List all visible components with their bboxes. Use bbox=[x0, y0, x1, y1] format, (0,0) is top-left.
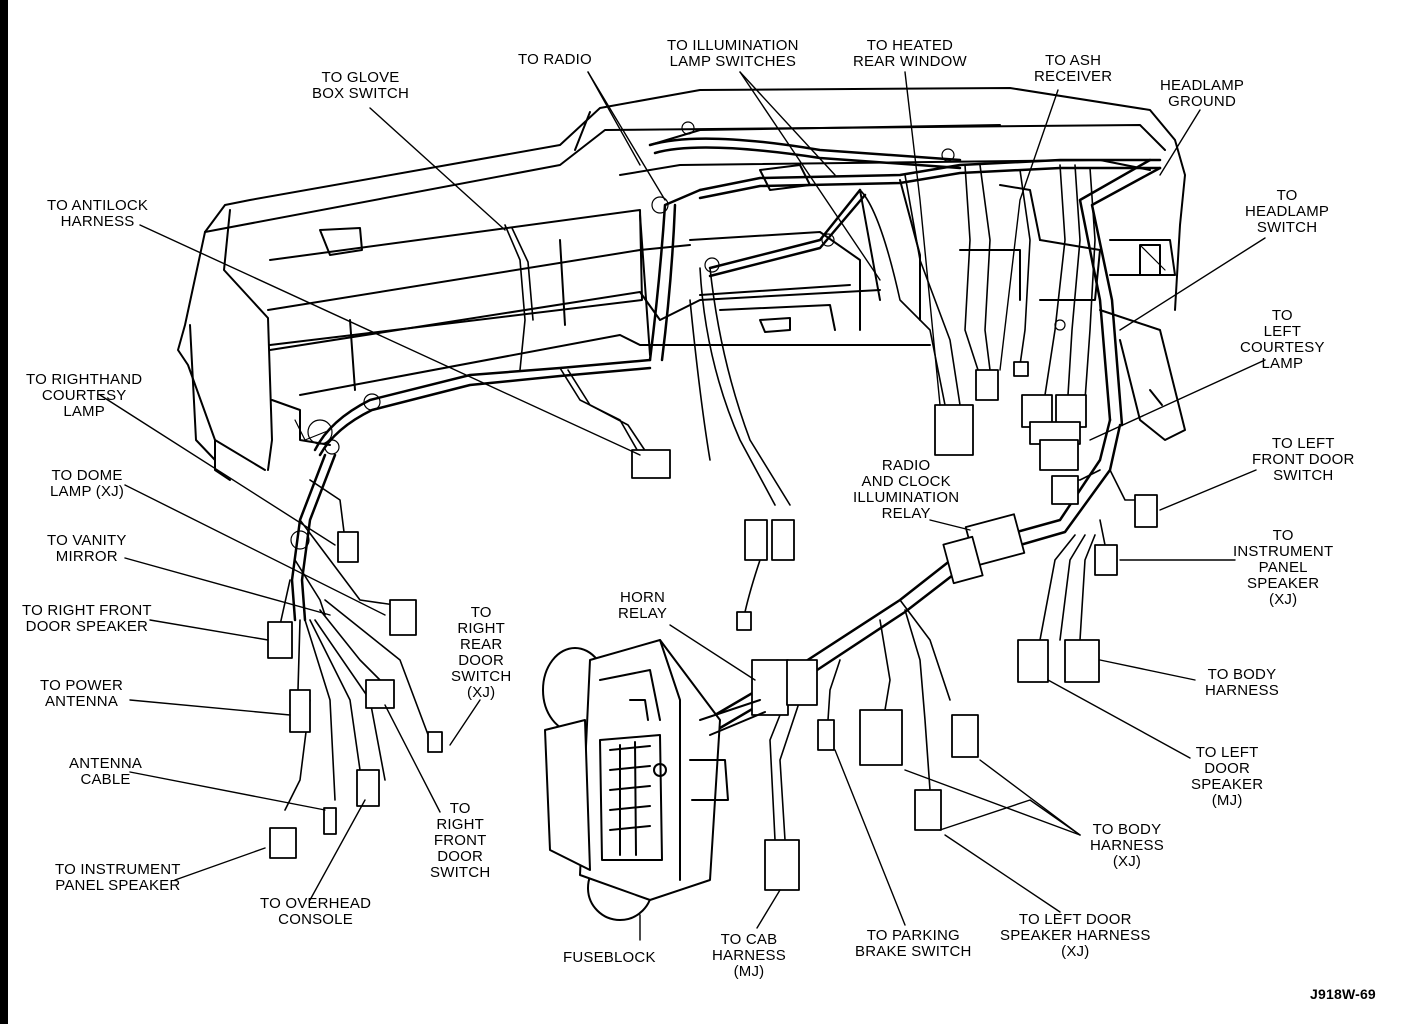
label-horn-relay: HORN RELAY bbox=[618, 589, 668, 622]
label-to-dome-lamp: TO DOME LAMP (XJ) bbox=[50, 467, 125, 500]
label-to-illumination-lamp-switches: TO ILLUMINATION LAMP SWITCHES bbox=[667, 37, 799, 70]
label-radio-clock-illumination-relay: RADIO AND CLOCK ILLUMINATION RELAY bbox=[853, 457, 960, 522]
label-to-instrument-panel-speaker-xj: TO INSTRUMENT PANEL SPEAKER (XJ) bbox=[1233, 527, 1334, 608]
left-edge-bar bbox=[0, 0, 8, 1024]
label-to-antilock-harness: TO ANTILOCK HARNESS bbox=[47, 197, 149, 230]
label-to-righthand-courtesy-lamp: TO RIGHTHAND COURTESY LAMP bbox=[26, 371, 143, 420]
fuseblock-body bbox=[542, 639, 766, 921]
label-to-left-door-speaker-harness: TO LEFT DOOR SPEAKER HARNESS (XJ) bbox=[1000, 911, 1151, 960]
label-to-left-door-speaker-mj: TO LEFT DOOR SPEAKER (MJ) bbox=[1191, 744, 1264, 809]
figure-id: J918W-69 bbox=[1310, 986, 1376, 1002]
label-to-ash-receiver: TO ASH RECEIVER bbox=[1034, 52, 1113, 85]
label-to-heated-rear-window: TO HEATED REAR WINDOW bbox=[853, 37, 967, 70]
panel-details bbox=[290, 121, 1166, 550]
label-to-right-front-door-speaker: TO RIGHT FRONT DOOR SPEAKER bbox=[22, 602, 152, 635]
label-antenna-cable: ANTENNA CABLE bbox=[69, 755, 143, 788]
label-to-overhead-console: TO OVERHEAD CONSOLE bbox=[260, 895, 372, 928]
label-to-instrument-panel-speaker: TO INSTRUMENT PANEL SPEAKER bbox=[55, 861, 181, 894]
label-to-radio: TO RADIO bbox=[518, 51, 592, 68]
label-headlamp-ground: HEADLAMP GROUND bbox=[1160, 77, 1245, 110]
label-to-glove-box-switch: TO GLOVE BOX SWITCH bbox=[312, 69, 410, 102]
label-to-parking-brake-switch: TO PARKING BRAKE SWITCH bbox=[855, 927, 972, 960]
leader-lines bbox=[99, 71, 1266, 941]
label-to-left-front-door-switch: TO LEFT FRONT DOOR SWITCH bbox=[1252, 435, 1355, 484]
label-to-headlamp-switch: TO HEADLAMP SWITCH bbox=[1245, 187, 1330, 236]
label-to-right-front-door-switch: TO RIGHT FRONT DOOR SWITCH bbox=[430, 800, 491, 881]
label-to-right-rear-door-switch: TO RIGHT REAR DOOR SWITCH (XJ) bbox=[451, 604, 512, 701]
label-to-body-harness-xj: TO BODY HARNESS (XJ) bbox=[1090, 821, 1164, 870]
branch-wires bbox=[279, 164, 1141, 841]
label-fuseblock: FUSEBLOCK bbox=[563, 949, 656, 966]
connectors bbox=[267, 361, 1158, 891]
label-to-left-courtesy-lamp: TO LEFT COURTESY LAMP bbox=[1240, 307, 1325, 372]
label-to-body-harness: TO BODY HARNESS bbox=[1205, 666, 1279, 699]
label-to-power-antenna: TO POWER ANTENNA bbox=[40, 677, 123, 710]
label-to-cab-harness: TO CAB HARNESS (MJ) bbox=[712, 931, 786, 980]
label-to-vanity-mirror: TO VANITY MIRROR bbox=[47, 532, 127, 565]
